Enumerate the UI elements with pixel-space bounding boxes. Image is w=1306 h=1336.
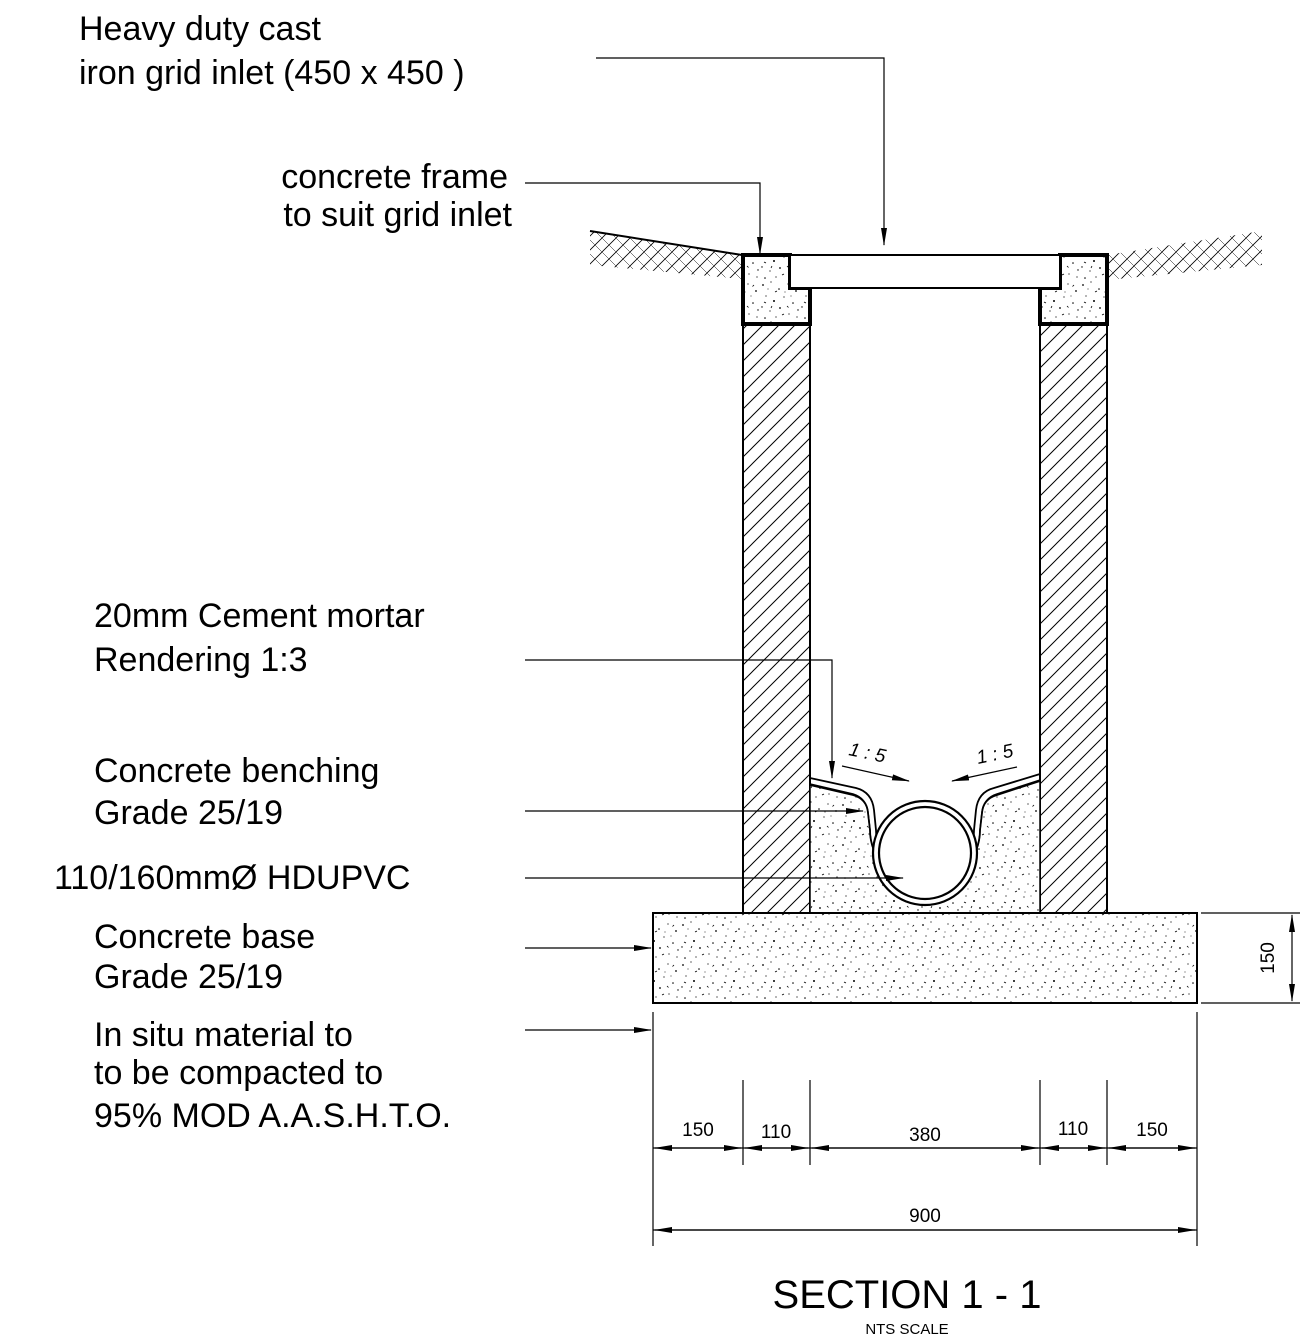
svg-text:Grade 25/19: Grade 25/19 <box>94 794 283 832</box>
label-grid-inlet: Heavy duty cast iron grid inlet (450 x 4… <box>79 10 465 92</box>
svg-text:iron grid inlet (450 x 450 ): iron grid inlet (450 x 450 ) <box>79 54 465 92</box>
grid-inlet <box>789 254 1061 289</box>
svg-text:concrete frame: concrete frame <box>281 158 508 196</box>
dim-label-900: 900 <box>909 1206 941 1227</box>
svg-text:150: 150 <box>1258 942 1279 974</box>
section-subtitle: NTS SCALE <box>865 1321 948 1336</box>
leader-mortar <box>525 659 835 779</box>
label-pipe: 110/160mmØ HDUPVC <box>54 859 411 897</box>
svg-text:95% MOD A.A.S.H.T.O.: 95% MOD A.A.S.H.T.O. <box>94 1097 451 1135</box>
ground-left <box>589 230 743 279</box>
slope-arrow-left <box>841 765 910 782</box>
dim-label-380: 380 <box>909 1125 941 1146</box>
dimension-arrows <box>654 1145 1196 1233</box>
label-mortar: 20mm Cement mortar Rendering 1:3 <box>94 597 425 679</box>
svg-text:to suit grid inlet: to suit grid inlet <box>283 196 512 234</box>
left-wall <box>742 323 811 914</box>
leader-frame <box>525 182 763 255</box>
section-title: SECTION 1 - 1 <box>773 1273 1042 1317</box>
ground-right <box>1107 231 1262 280</box>
leader-grid-inlet <box>596 57 887 246</box>
svg-text:Heavy duty cast: Heavy duty cast <box>79 10 321 48</box>
label-in-situ: In situ material to to be compacted to 9… <box>94 1016 451 1135</box>
label-frame: concrete frame to suit grid inlet <box>281 158 512 234</box>
hdupvc-pipe <box>871 799 979 907</box>
label-benching: Concrete benching Grade 25/19 <box>94 752 379 832</box>
dim-label-110-right: 110 <box>1058 1119 1088 1140</box>
label-base: Concrete base Grade 25/19 <box>94 918 315 996</box>
svg-text:Concrete benching: Concrete benching <box>94 752 379 790</box>
svg-text:In situ material to: In situ material to <box>94 1016 353 1054</box>
svg-text:20mm Cement mortar: 20mm Cement mortar <box>94 597 425 635</box>
svg-text:Concrete base: Concrete base <box>94 918 315 956</box>
slope-arrow-right <box>951 766 1018 782</box>
svg-text:Rendering 1:3: Rendering 1:3 <box>94 641 308 679</box>
dim-label-110-left: 110 <box>761 1122 791 1143</box>
slope-label-right: 1 : 5 <box>975 741 1016 769</box>
svg-text:Grade 25/19: Grade 25/19 <box>94 958 283 996</box>
right-wall <box>1039 323 1108 914</box>
dimension-base-height: 150 <box>1201 912 1300 1004</box>
dim-label-150-right: 150 <box>1136 1120 1168 1141</box>
concrete-base <box>652 912 1198 1004</box>
dim-label-150-left: 150 <box>682 1120 714 1141</box>
slope-label-left: 1 : 5 <box>847 739 888 767</box>
svg-text:to be compacted to: to be compacted to <box>94 1054 383 1092</box>
